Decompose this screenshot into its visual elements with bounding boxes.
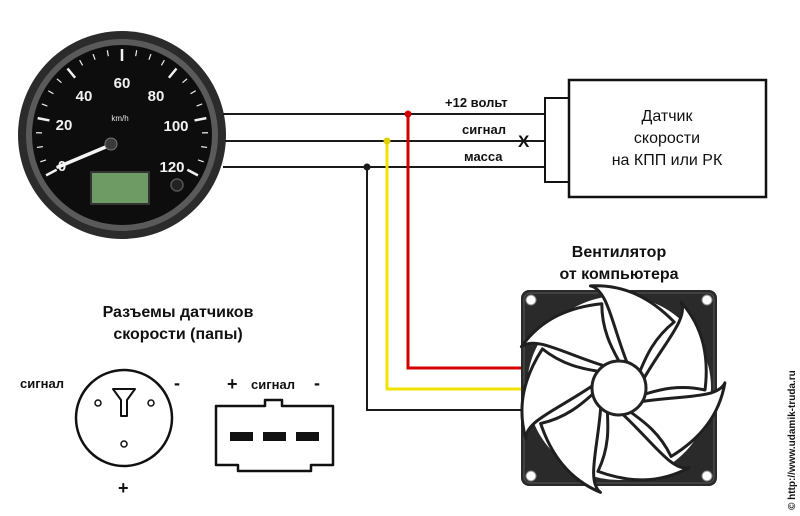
sensor-label-line3: на КПП или РК (612, 152, 723, 169)
gauge-tick (92, 53, 96, 60)
gauge-tick (41, 103, 48, 107)
gauge-tick (66, 67, 77, 79)
junction-red (404, 110, 412, 118)
tick-label-80: 80 (148, 88, 165, 105)
rect-pin-plus (230, 432, 253, 441)
speedometer: 0 20 40 60 80 100 120 km/h (18, 31, 226, 239)
tick-label-20: 20 (56, 117, 73, 134)
fan-screw-hole (525, 294, 537, 306)
speedometer-face (32, 45, 212, 225)
round-connector (74, 368, 174, 468)
gauge-tick (40, 159, 47, 163)
tick-label-60: 60 (114, 75, 131, 92)
speed-sensor: Датчик скорости на КПП или РК (544, 78, 768, 199)
fan-blade (519, 302, 621, 368)
rect-minus-label: - (314, 373, 320, 393)
fan-label-line2: от компьютера (559, 266, 678, 283)
tick-label-40: 40 (76, 88, 93, 105)
round-plus-label: + (118, 478, 129, 498)
wire-break-mark: X (518, 132, 530, 151)
gauge-tick (197, 159, 204, 163)
round-pin-minus (147, 399, 155, 407)
speedometer-needle (56, 144, 110, 169)
speedometer-ticks (36, 49, 208, 177)
gauge-tick (45, 168, 58, 177)
rect-connector (214, 398, 335, 473)
tick-label-120: 120 (159, 159, 184, 176)
round-key-icon (112, 388, 136, 417)
sensor-connector (544, 97, 571, 183)
fan-screw-hole (525, 470, 537, 482)
connectors-title-line2: скорости (папы) (113, 326, 242, 343)
junction-black (363, 163, 371, 171)
gauge-tick (135, 50, 138, 57)
fan-label-line1: Вентилятор (572, 244, 667, 261)
rect-pin-minus (296, 432, 319, 441)
fan-blade (596, 410, 691, 482)
gauge-tick (194, 116, 207, 122)
wire-label-ground: масса (464, 149, 503, 164)
round-minus-label: - (174, 373, 180, 393)
tick-label-100: 100 (163, 118, 188, 135)
lcd-display (90, 171, 150, 205)
fan-blade (641, 300, 708, 396)
gauge-tick (56, 78, 62, 84)
gauge-tick (148, 53, 152, 60)
round-pin-plus (120, 440, 128, 448)
fan-blade (520, 347, 600, 441)
speed-unit-label: km/h (111, 114, 128, 123)
fan-screw-hole (701, 470, 713, 482)
rect-pin-signal (263, 432, 286, 441)
gauge-tick (182, 78, 188, 84)
needle-hub (104, 137, 118, 151)
gauge-tick (36, 146, 43, 149)
sensor-label-line1: Датчик (642, 108, 694, 125)
junction-yellow (383, 137, 391, 145)
gauge-tick (37, 116, 50, 122)
gauge-tick (167, 67, 178, 79)
sensor-box (567, 78, 768, 199)
sensor-label-line2: скорости (634, 130, 700, 147)
wire-label-signal: сигнал (462, 122, 506, 137)
gauge-tick (47, 90, 54, 95)
computer-fan (519, 284, 727, 494)
gauge-tick (79, 59, 84, 66)
fan-blade (629, 381, 727, 458)
round-connector-body (74, 368, 174, 468)
gauge-tick (106, 50, 109, 57)
rect-plus-label: + (227, 374, 238, 394)
wire-bundle (223, 110, 547, 411)
gauge-tick (186, 168, 199, 177)
fan-hub (590, 359, 648, 417)
connectors-title-line1: Разъемы датчиков (103, 304, 254, 321)
fan-blades (519, 284, 727, 494)
reset-button (170, 178, 184, 192)
gauge-tick (160, 59, 165, 66)
round-signal-label: сигнал (20, 376, 64, 391)
wire-yellow-fan (385, 139, 524, 391)
fan-screw-hole (701, 294, 713, 306)
fan-blade (588, 284, 676, 373)
fan-blade (539, 392, 603, 494)
round-pin-signal (94, 399, 102, 407)
gauge-tick (201, 146, 208, 149)
gauge-tick (190, 90, 197, 95)
wire-label-plus12: +12 вольт (445, 95, 508, 110)
wire-red-fan (406, 112, 524, 370)
watermark: © http://www.udamik-truda.ru (787, 370, 798, 510)
wire-black-fan (366, 166, 523, 411)
rect-signal-label: сигнал (251, 377, 295, 392)
gauge-tick (196, 103, 203, 107)
